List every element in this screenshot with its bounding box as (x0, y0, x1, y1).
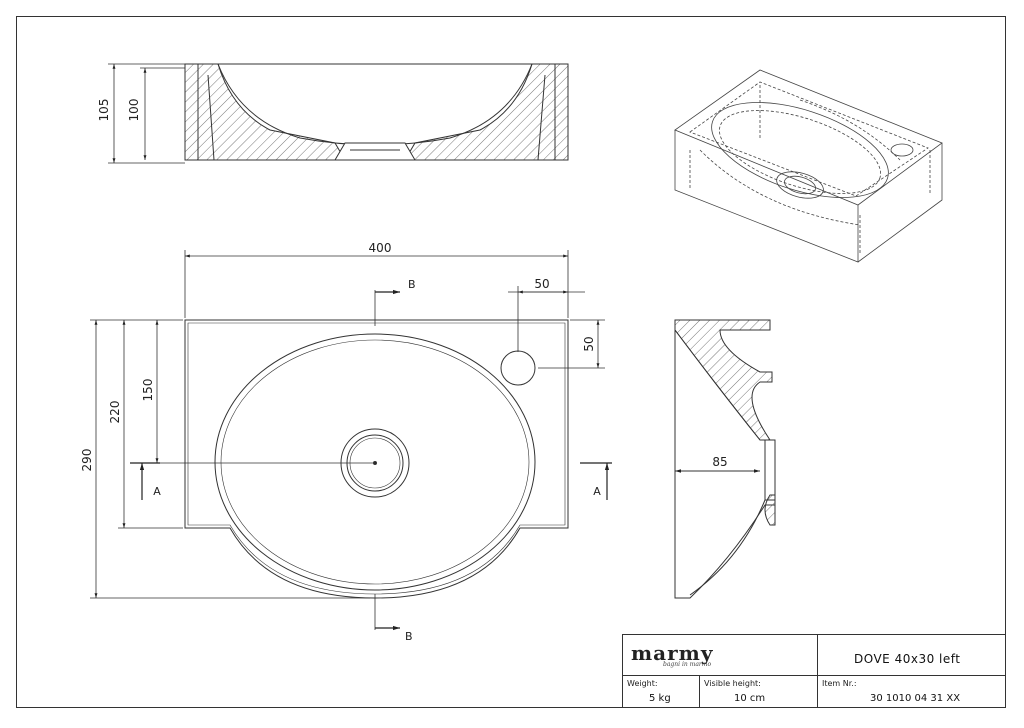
visible-height-cell: Visible height: 10 cm (699, 675, 818, 708)
dim-105: 105 (97, 99, 111, 122)
dim-85: 85 (712, 455, 727, 469)
front-section-view (184, 63, 569, 161)
dim-290: 290 (80, 449, 94, 472)
side-wall-hatch (674, 319, 773, 441)
side-section-view (674, 319, 776, 599)
item-number-cell: Item Nr.: 30 1010 04 31 XX (817, 675, 1006, 708)
drawing-frame (16, 16, 1006, 708)
iso-drain (776, 171, 824, 199)
dim-50-vertical: 50 (582, 336, 596, 351)
dim-220: 220 (108, 401, 122, 424)
brand-logo: marmy (631, 641, 714, 665)
brand-tagline: bagni in marmo (663, 661, 712, 668)
weight-value: 5 kg (649, 693, 671, 704)
iso-tap-hole (890, 143, 914, 157)
basin-inner (220, 339, 530, 585)
dim-150: 150 (141, 379, 155, 402)
basin-outer (214, 333, 536, 591)
section-wall-left (184, 63, 346, 161)
plan-dimensions (90, 250, 605, 630)
visible-height-value: 10 cm (734, 693, 766, 704)
dim-50-horizontal: 50 (534, 277, 549, 291)
weight-cell: Weight: 5 kg (622, 675, 700, 708)
section-label-a-right: A (593, 485, 601, 498)
tap-hole (500, 350, 536, 386)
section-markers (130, 289, 612, 631)
item-number-label: Item Nr.: (822, 679, 857, 688)
product-title: DOVE 40x30 left (854, 652, 961, 666)
section-wall-right (404, 63, 569, 161)
iso-top-face (674, 69, 943, 206)
plan-view (184, 319, 569, 599)
title-block: marmy bagni in marmo DOVE 40x30 left Wei… (622, 634, 1006, 708)
visible-height-label: Visible height: (704, 679, 761, 688)
plan-outline (184, 319, 569, 599)
product-cell: DOVE 40x30 left (817, 634, 1006, 676)
section-label-b-bottom: B (405, 630, 413, 643)
weight-label: Weight: (627, 679, 658, 688)
dim-400: 400 (369, 241, 392, 255)
section-label-b-top: B (408, 278, 416, 291)
height-dimensions (108, 63, 185, 164)
isometric-view (674, 69, 943, 263)
logo-cell: marmy bagni in marmo (622, 634, 818, 676)
section-label-a-left: A (153, 485, 161, 498)
dim-100: 100 (127, 99, 141, 122)
item-number-value: 30 1010 04 31 XX (870, 693, 961, 704)
